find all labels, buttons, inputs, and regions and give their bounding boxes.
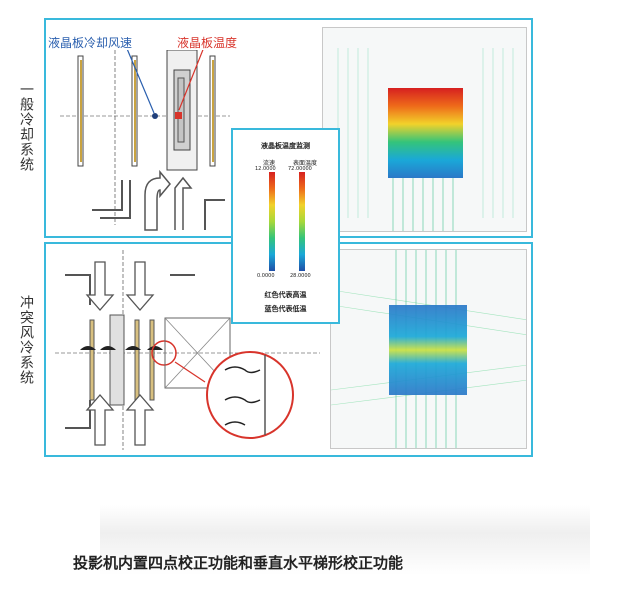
legend-flow-colorbar <box>269 172 275 271</box>
legend-temp-min: 28.0000 <box>290 273 311 279</box>
bottom-cooling-schematic <box>55 250 320 450</box>
legend-flow-max: 12.0000 <box>255 166 276 172</box>
legend-temp-header: 表面温度 <box>293 160 318 167</box>
legend-note-red: 红色代表高温 <box>264 291 307 299</box>
callout-airflow-speed: 液晶板冷却风速 <box>48 36 133 50</box>
caption-text: 投影机内置四点校正功能和垂直水平梯形校正功能 <box>73 554 404 572</box>
legend-note-blue: 蓝色代表低温 <box>264 305 307 313</box>
top-thermal-simulation <box>322 27 527 232</box>
legend-temp-max: 72.00000 <box>288 166 312 172</box>
temperature-legend: 液晶板温度监测 流速 表面温度 12.0000 72.00000 0.0000 … <box>231 128 340 324</box>
caption-background <box>100 505 590 575</box>
callout-panel-temperature: 液晶板温度 <box>177 36 238 50</box>
top-cooling-schematic <box>60 50 230 231</box>
bottom-thermal-simulation <box>330 249 527 449</box>
side-label-conventional-cooling: 一般冷却系统 <box>18 82 34 172</box>
legend-flow-header: 流速 <box>263 160 276 167</box>
legend-temp-colorbar <box>299 172 305 271</box>
legend-title: 液晶板温度监测 <box>261 142 310 150</box>
legend-flow-min: 0.0000 <box>257 273 275 279</box>
side-label-impingement-cooling: 冲突风冷系统 <box>18 295 34 385</box>
